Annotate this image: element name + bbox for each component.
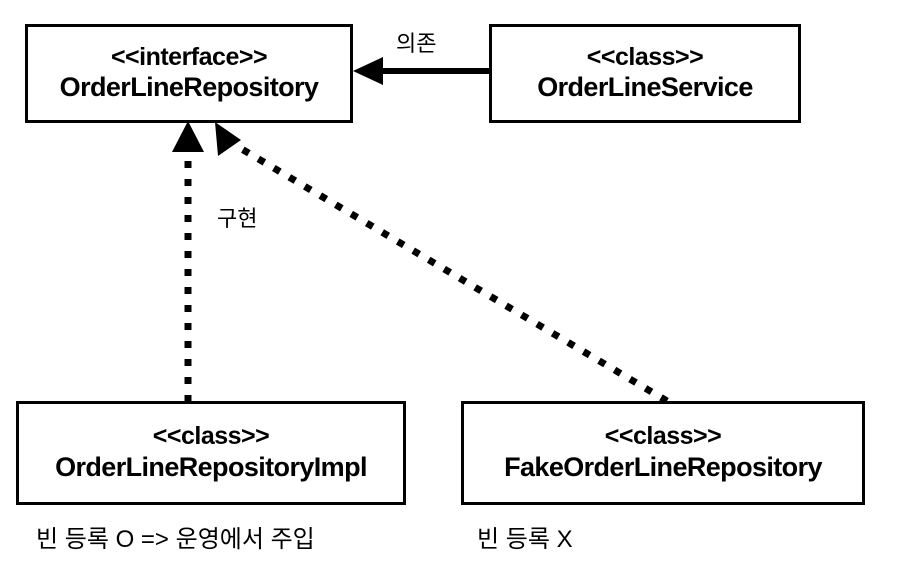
edge-label-dependency: 의존 xyxy=(396,31,437,56)
uml-node-name: OrderLineRepository xyxy=(59,72,319,103)
uml-node-name: OrderLineRepositoryImpl xyxy=(55,451,367,482)
realization-fake-arrowhead-icon xyxy=(215,122,241,156)
uml-node-order-line-service[interactable]: <<class>> OrderLineService xyxy=(489,24,801,123)
dependency-edge xyxy=(353,57,489,85)
uml-node-name: OrderLineService xyxy=(537,72,753,103)
uml-node-fake-order-line-repository[interactable]: <<class>> FakeOrderLineRepository xyxy=(461,401,865,505)
dependency-arrowhead-icon xyxy=(353,57,383,85)
caption-impl-bean-registration: 빈 등록 O => 운영에서 주입 xyxy=(36,526,315,553)
uml-node-stereotype: <<class>> xyxy=(586,42,704,71)
uml-node-order-line-repository-impl[interactable]: <<class>> OrderLineRepositoryImpl xyxy=(16,401,406,505)
realization-impl-edge xyxy=(172,121,204,402)
realization-fake-edge xyxy=(215,122,669,405)
uml-node-stereotype: <<class>> xyxy=(152,422,270,451)
caption-fake-bean-registration: 빈 등록 X xyxy=(477,526,573,553)
uml-node-stereotype: <<class>> xyxy=(604,422,722,451)
uml-node-name: FakeOrderLineRepository xyxy=(504,451,822,482)
uml-node-order-line-repository[interactable]: <<interface>> OrderLineRepository xyxy=(25,24,353,123)
edge-label-realization-impl: 구현 xyxy=(217,206,258,231)
realization-fake-edge-line xyxy=(238,144,669,405)
realization-impl-arrowhead-icon xyxy=(172,121,204,152)
uml-node-stereotype: <<interface>> xyxy=(110,42,268,71)
